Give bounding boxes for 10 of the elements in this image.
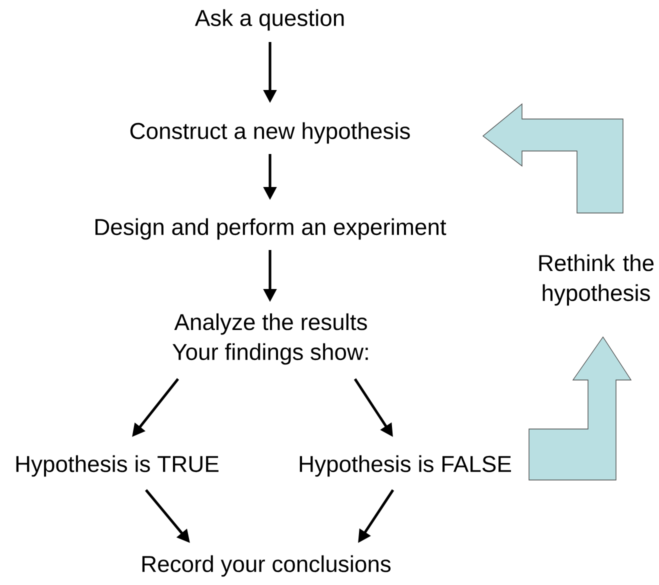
block-arrow bbox=[482, 103, 624, 214]
step-text: Ask a question bbox=[194, 9, 344, 31]
block-arrow bbox=[528, 336, 632, 480]
step-text: Record your conclusions bbox=[142, 555, 391, 577]
step-text: Hypothesis is TRUE bbox=[16, 455, 218, 477]
step-text: Analyze the results Your findings show: bbox=[172, 313, 368, 365]
step-text: Design and perform an experiment bbox=[95, 218, 446, 240]
step-text: Hypothesis is FALSE bbox=[300, 455, 511, 477]
step-text: Construct a new hypothesis bbox=[130, 122, 410, 144]
step-text: Rethink the hypothesis bbox=[539, 254, 654, 306]
